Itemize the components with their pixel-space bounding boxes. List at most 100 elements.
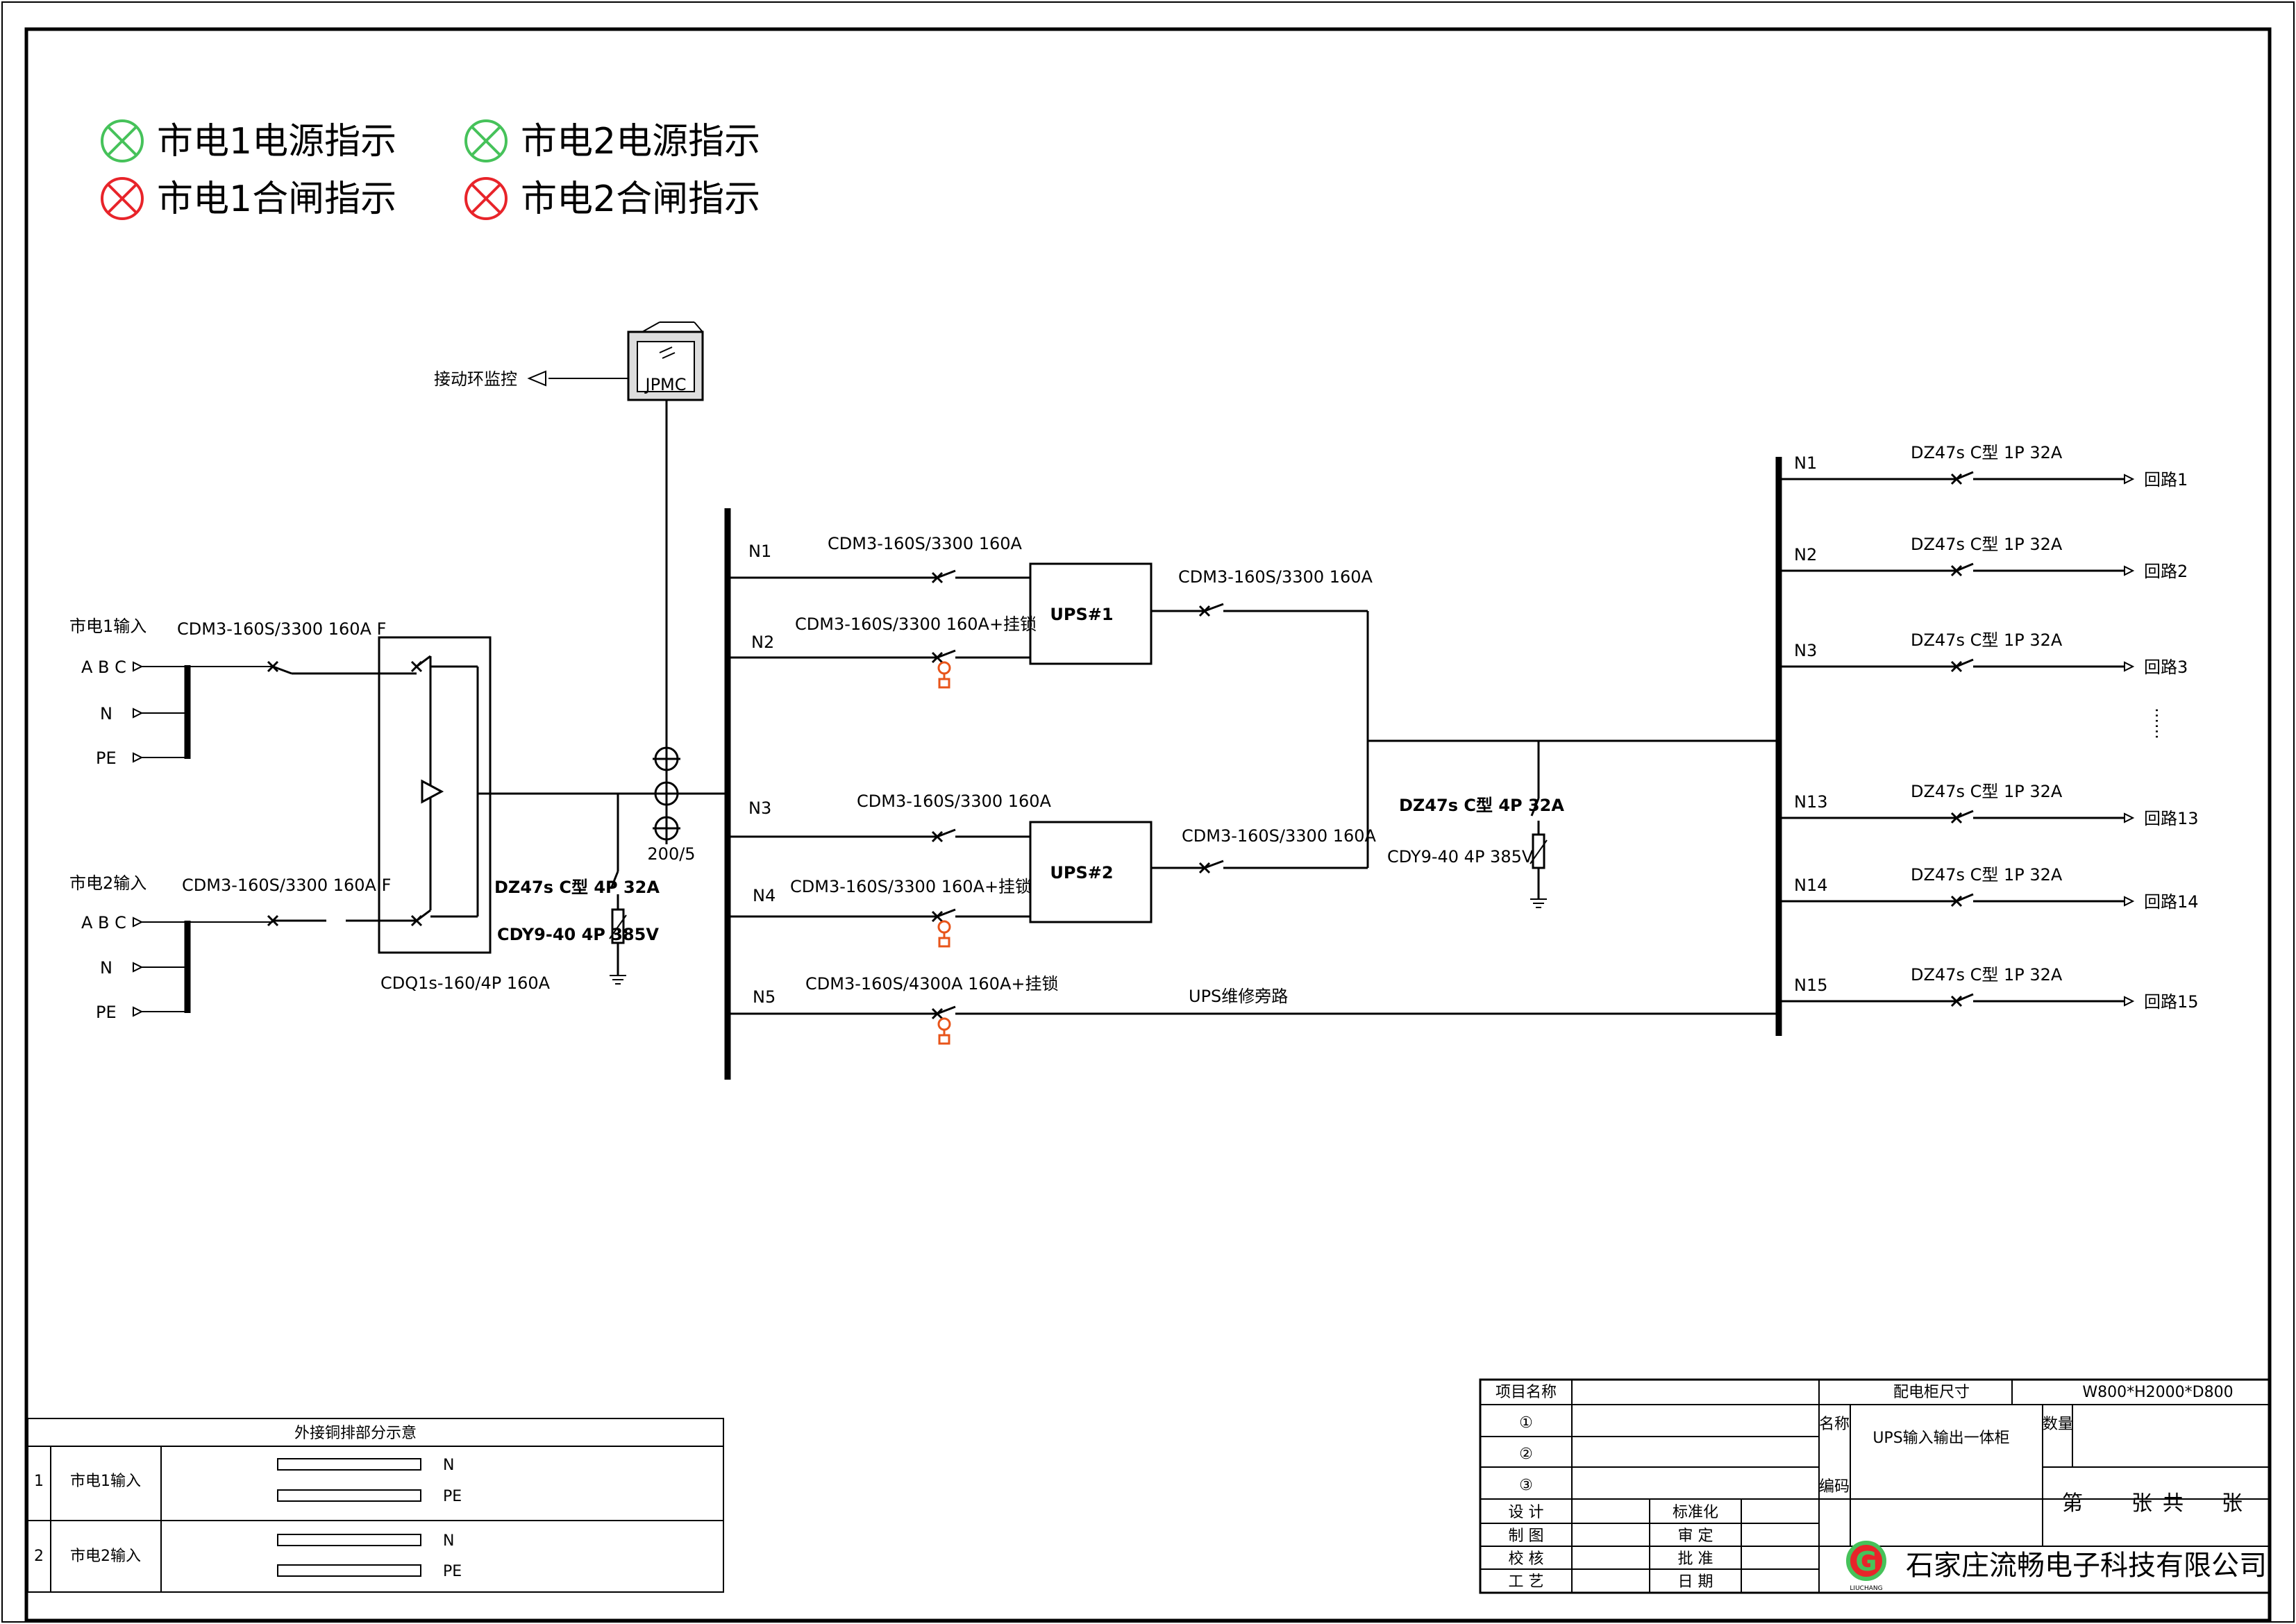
terminal-arrow-icon — [2124, 474, 2135, 485]
ups-1-box — [1029, 562, 1153, 665]
output-tap-label: N1 — [1794, 453, 1817, 473]
sheet-di: 第 — [2062, 1491, 2083, 1516]
ats-unit: CDQ1s-160/4P 160A — [378, 636, 722, 993]
earth-label: PE — [96, 748, 117, 768]
output-tap-label: N13 — [1794, 792, 1828, 812]
role-label: 校 核 — [1509, 1550, 1544, 1568]
copper-bar — [277, 1534, 421, 1546]
indicator-lamp-icon — [101, 119, 144, 162]
current-transformer: 200/5 — [647, 744, 728, 864]
title-block: 项目名称 配电柜尺寸 W800*H2000*D800 ① ② ③ 名称 UPS输… — [1479, 1378, 2271, 1594]
monitor-link-label: 接动环监控 — [434, 369, 517, 389]
code-label: 编码 — [1819, 1478, 1850, 1496]
output-tap-label: N2 — [1794, 545, 1817, 564]
indicator-lamp-icon — [101, 177, 144, 220]
role-label: 标准化 — [1673, 1504, 1718, 1521]
terminal-arrow-icon — [2124, 896, 2135, 907]
output-breaker-label: DZ47s C型 1P 32A — [1911, 782, 2063, 801]
legend-label: 市电2电源指示 — [521, 121, 760, 162]
output-breaker-label: DZ47s C型 1P 32A — [1911, 630, 2063, 650]
monitor-device-label: JPMC — [644, 375, 686, 394]
phase-label: A B C — [81, 658, 126, 677]
output-tap-label: N14 — [1794, 876, 1828, 895]
ups-1-label: UPS#1 — [1050, 605, 1113, 624]
terminal-arrow-icon — [2124, 661, 2135, 672]
sheet-zhang: 张 — [2131, 1491, 2152, 1516]
switch-blade — [1956, 658, 1974, 668]
copper-bar — [277, 1489, 421, 1502]
neutral-label: N — [100, 704, 112, 723]
breaker-label: CDM3-160S/3300 160A F — [182, 876, 391, 895]
arrow-left-icon — [527, 370, 546, 387]
copper-bar-table: 外接铜排部分示意 1 市电1输入 N PE 2 市电2输入 N PE — [27, 1418, 724, 1593]
project-name-label: 项目名称 — [1495, 1384, 1557, 1401]
earth-label: PE — [96, 1003, 117, 1022]
switch-blade — [1956, 993, 1974, 1003]
padlock-icon — [937, 661, 951, 689]
distribution-bus-1: N1 N2 N3 N4 N5 CDM3-160S/3300 160A CDM3-… — [724, 508, 1777, 1080]
role-label: 日 期 — [1678, 1573, 1713, 1591]
circled-number: ① — [1519, 1414, 1533, 1432]
row-name: 市电1输入 — [70, 1473, 141, 1490]
role-label: 制 图 — [1509, 1527, 1544, 1545]
ats-label: CDQ1s-160/4P 160A — [380, 973, 551, 993]
sheet-zhang: 张 — [2222, 1491, 2243, 1516]
circuit-label: 回路14 — [2144, 892, 2199, 912]
output-breaker-label: DZ47s C型 1P 32A — [1911, 535, 2063, 554]
circled-number: ③ — [1519, 1477, 1533, 1494]
ups-2-box — [1029, 821, 1153, 923]
row-index: 1 — [34, 1473, 44, 1490]
breaker-label: CDM3-160S/3300 160A F — [177, 619, 386, 639]
spd-breaker-label: DZ47s C型 4P 32A — [494, 878, 660, 897]
terminal-arrow-icon — [2124, 996, 2135, 1007]
legend-label: 市电2合闸指示 — [521, 178, 760, 220]
logo-caption: LIUCHANG — [1850, 1585, 1882, 1592]
ups-2-label: UPS#2 — [1050, 863, 1113, 882]
input-title: 市电1输入 — [69, 617, 146, 636]
switch-blade — [1956, 471, 1974, 480]
company-name: 石家庄流畅电子科技有限公司 — [1906, 1550, 2267, 1582]
ups-output-breaker-label: CDM3-160S/3300 160A — [1178, 567, 1373, 587]
terminal-arrow-icon — [2124, 812, 2135, 823]
legend-label: 市电1合闸指示 — [157, 178, 396, 220]
circuit-label: 回路13 — [2144, 809, 2199, 828]
name-label: 名称 — [1819, 1416, 1850, 1433]
bus-tap-label: N2 — [751, 633, 774, 652]
output-breaker-label: DZ47s C型 1P 32A — [1911, 965, 2063, 985]
mains-input-2: 市电2输入 A B C N PE CDM3-160S/3300 160A F — [69, 873, 417, 1022]
spd-label: CDY9-40 4P 385V — [1387, 847, 1534, 867]
circuit-label: 回路3 — [2144, 658, 2188, 677]
circuit-label: 回路1 — [2144, 470, 2188, 489]
switch-blade — [1956, 562, 1974, 572]
table-title: 外接铜排部分示意 — [294, 1425, 417, 1442]
legend: 市电1电源指示 市电2电源指示 市电1合闸指示 市电2合闸指示 — [101, 119, 760, 220]
ups-units: UPS#1 UPS#2 CDM3-160S/3300 160A CDM3-160… — [1029, 562, 1777, 923]
neutral-label: N — [100, 958, 112, 978]
role-label: 工 艺 — [1509, 1573, 1544, 1591]
surge-protection-1: DZ47s C型 4P 32A CDY9-40 4P 385V — [494, 794, 660, 985]
mains-input-1: 市电1输入 A B C N PE CDM3-160S/3300 160A F — [69, 617, 417, 768]
bus-tap-label: N1 — [748, 542, 771, 561]
feeder-label: CDM3-160S/3300 160A — [857, 792, 1052, 811]
cabinet-size-label: 配电柜尺寸 — [1893, 1384, 1970, 1401]
bus-tap-label: N5 — [753, 987, 776, 1007]
indicator-lamp-icon — [464, 119, 508, 162]
sheet-gong: 共 — [2163, 1491, 2184, 1516]
output-tap-label: N15 — [1794, 976, 1828, 995]
feeder-label: CDM3-160S/3300 160A+挂锁 — [795, 614, 1037, 634]
legend-label: 市电1电源指示 — [157, 121, 396, 162]
surge-protection-2: DZ47s C型 4P 32A CDY9-40 4P 385V — [1387, 741, 1564, 908]
spd-label: CDY9-40 4P 385V — [497, 925, 659, 944]
output-tap-label: N3 — [1794, 641, 1817, 660]
copper-bar — [277, 1564, 421, 1577]
row-index: 2 — [34, 1548, 44, 1565]
cabinet-size-value: W800*H2000*D800 — [2082, 1384, 2233, 1401]
circled-number: ② — [1519, 1446, 1533, 1463]
feeder-label: CDM3-160S/4300A 160A+挂锁 — [805, 974, 1058, 994]
bar-label: PE — [443, 1563, 462, 1580]
switch-blade — [1956, 810, 1974, 819]
monitor-unit: JPMC 接动环监控 — [434, 321, 704, 757]
